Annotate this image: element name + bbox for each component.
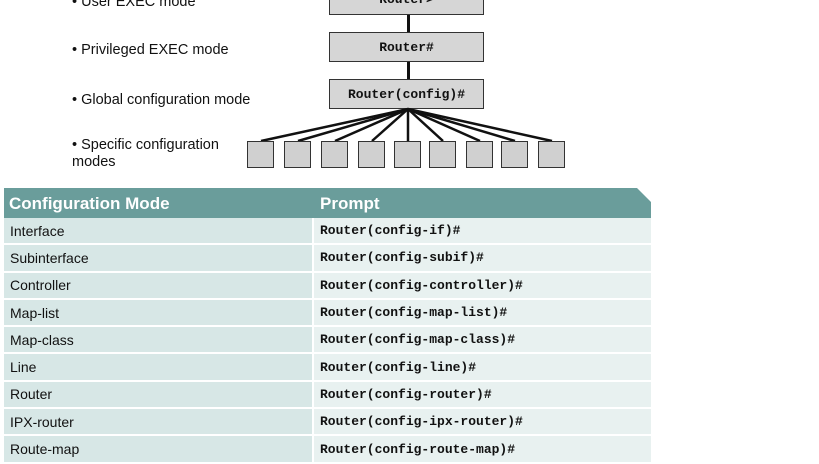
prompt-cell: Router(config-subif)# — [314, 245, 651, 271]
prompt-cell: Router(config-router)# — [314, 381, 651, 408]
fan-line-1 — [260, 107, 409, 143]
mode-cell: Line — [4, 354, 312, 380]
specific-mode-box-5 — [394, 141, 421, 168]
fan-line-2 — [297, 107, 409, 143]
mode-cell: Interface — [4, 218, 312, 244]
mode-cell: Router — [4, 381, 312, 408]
box-global-config-prompt: Router(config)# — [329, 79, 484, 109]
label-global-config: • Global configuration mode — [72, 92, 251, 108]
connector-privileged-to-global — [407, 62, 410, 79]
mode-cell: Route-map — [4, 436, 312, 462]
prompt-cell: Router(config-map-class)# — [314, 327, 651, 353]
fan-line-8 — [407, 107, 516, 143]
specific-mode-box-8 — [501, 141, 528, 168]
prompt-cell: Router(config-line)# — [314, 354, 651, 380]
specific-mode-box-1 — [247, 141, 274, 168]
fan-line-6 — [407, 108, 444, 142]
specific-mode-box-7 — [466, 141, 493, 168]
box-user-exec-prompt: Router> — [329, 0, 484, 15]
prompt-cell: Router(config-route-map)# — [314, 436, 651, 462]
mode-cell: IPX-router — [4, 409, 312, 435]
mode-cell: Map-class — [4, 327, 312, 353]
fan-connectors — [260, 107, 553, 143]
prompt-cell: Router(config-if)# — [314, 218, 651, 244]
header-configuration-mode: Configuration Mode — [9, 194, 170, 213]
fan-line-7 — [407, 107, 481, 143]
prompt-cell: Router(config-map-list)# — [314, 299, 651, 326]
prompt-cell: Router(config-controller)# — [314, 272, 651, 298]
label-specific-config-line1: • Specific configuration — [72, 137, 219, 153]
specific-mode-box-2 — [284, 141, 311, 168]
fan-line-3 — [334, 107, 409, 143]
box-privileged-exec-prompt: Router# — [329, 32, 484, 62]
prompt-cell: Router(config-ipx-router)# — [314, 409, 651, 435]
specific-mode-box-4 — [358, 141, 385, 168]
fan-line-4 — [371, 108, 409, 142]
specific-mode-box-6 — [429, 141, 456, 168]
specific-mode-box-9 — [538, 141, 565, 168]
label-specific-config-line2: modes — [72, 154, 116, 170]
table-header: Configuration Mode Prompt — [4, 188, 651, 218]
mode-cell: Controller — [4, 272, 312, 298]
fan-line-9 — [407, 107, 553, 143]
label-privileged-exec: • Privileged EXEC mode — [72, 42, 229, 58]
specific-mode-box-3 — [321, 141, 348, 168]
mode-cell: Subinterface — [4, 245, 312, 271]
label-specific-config: • Specific configuration modes — [72, 137, 219, 171]
header-prompt: Prompt — [320, 194, 380, 213]
connector-user-to-privileged — [407, 15, 410, 32]
mode-cell: Map-list — [4, 299, 312, 326]
label-user-exec: • User EXEC mode — [72, 0, 196, 10]
